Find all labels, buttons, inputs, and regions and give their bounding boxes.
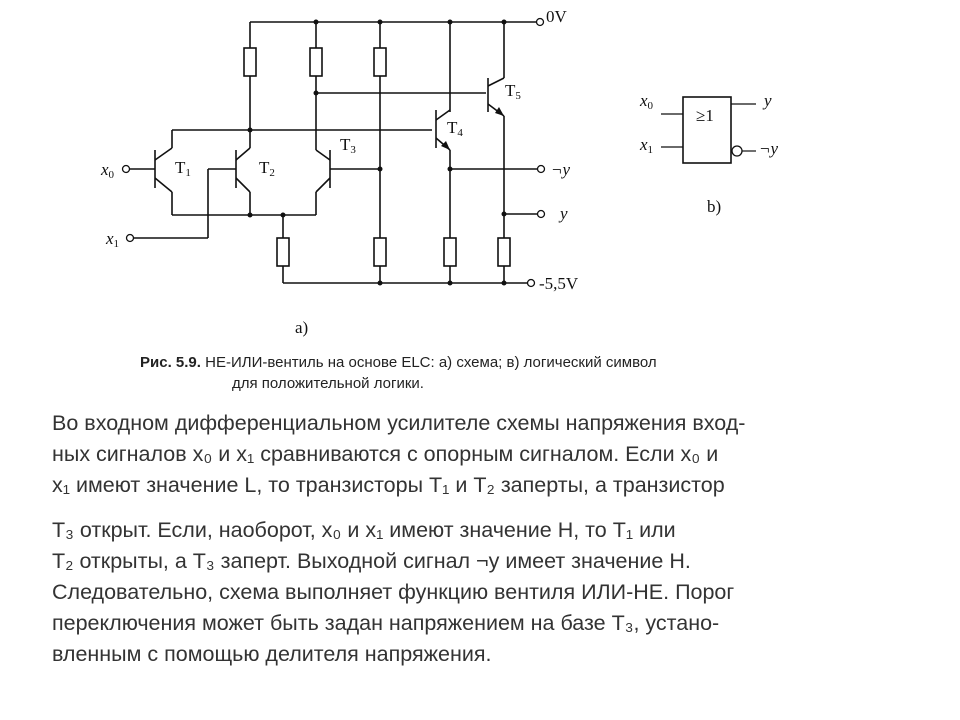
caption-line-1: НЕ-ИЛИ-вентиль на основе ELC: а) схема; … [205, 354, 657, 371]
label-t3: T3 [340, 135, 356, 156]
label-x1: x1 [105, 229, 119, 250]
paragraph-line: Во входном дифференциальном усилителе сх… [52, 411, 746, 435]
caption-line-2: для положительной логики. [232, 375, 424, 392]
label-not-y: ¬y [551, 160, 570, 179]
label-t2: T2 [259, 158, 275, 179]
terminal-y [536, 209, 546, 219]
label-y: y [558, 204, 568, 223]
inversion-bubble [731, 145, 743, 157]
sublabel-b: b) [707, 197, 721, 216]
paragraph-line: Следовательно, схема выполняет функцию в… [52, 580, 735, 604]
label-t4: T4 [447, 118, 463, 139]
figure-caption: Рис. 5.9. НЕ-ИЛИ-вентиль на основе ELC: … [140, 352, 820, 394]
sublabel-a: a) [295, 318, 308, 337]
paragraph-line: вленным с помощью делителя напряжения. [52, 642, 492, 666]
paragraph-line: T₃ открыт. Если, наоборот, x₀ и x₁ имеют… [52, 518, 676, 542]
caption-prefix: Рис. 5.9. [140, 354, 201, 371]
transistor-t4 [435, 109, 451, 238]
terminal-neg [526, 278, 536, 288]
transistor-t3 [315, 149, 380, 215]
paragraph-line: x₁ имеют значение L, то транзисторы T₁ и… [52, 473, 725, 497]
terminal-0v [535, 17, 545, 27]
transistor-t5 [487, 77, 505, 238]
paragraph-line: переключения может быть задан напряжение… [52, 611, 720, 635]
body-paragraph: Во входном дифференциальном усилителе сх… [52, 408, 882, 670]
circuit-figure: 0V -5,5V [100, 7, 778, 337]
symbol-in-x0: x0 [639, 91, 654, 112]
label-0v: 0V [546, 7, 568, 26]
terminal-x0 [121, 164, 131, 174]
collector-resistors [243, 22, 505, 238]
transistor-t2 [207, 130, 251, 238]
label-t1: T1 [175, 158, 191, 179]
label-t5: T5 [505, 81, 521, 102]
logic-symbol [661, 96, 756, 164]
paragraph-line: ных сигналов x₀ и x₁ сравниваются с опор… [52, 442, 719, 466]
supply-rails [250, 21, 536, 284]
label-neg-supply: -5,5V [539, 274, 579, 293]
label-x0: x0 [100, 160, 115, 181]
transistor-t1 [128, 130, 173, 215]
terminal-not-y [536, 164, 546, 174]
symbol-in-x1: x1 [639, 135, 653, 156]
symbol-out-not-y: ¬y [759, 139, 778, 158]
paragraph-line: T₂ открыты, а T₃ заперт. Выходной сигнал… [52, 549, 691, 573]
terminal-x1 [125, 233, 135, 243]
gate-symbol: ≥1 [696, 106, 714, 125]
symbol-out-y: y [762, 91, 772, 110]
